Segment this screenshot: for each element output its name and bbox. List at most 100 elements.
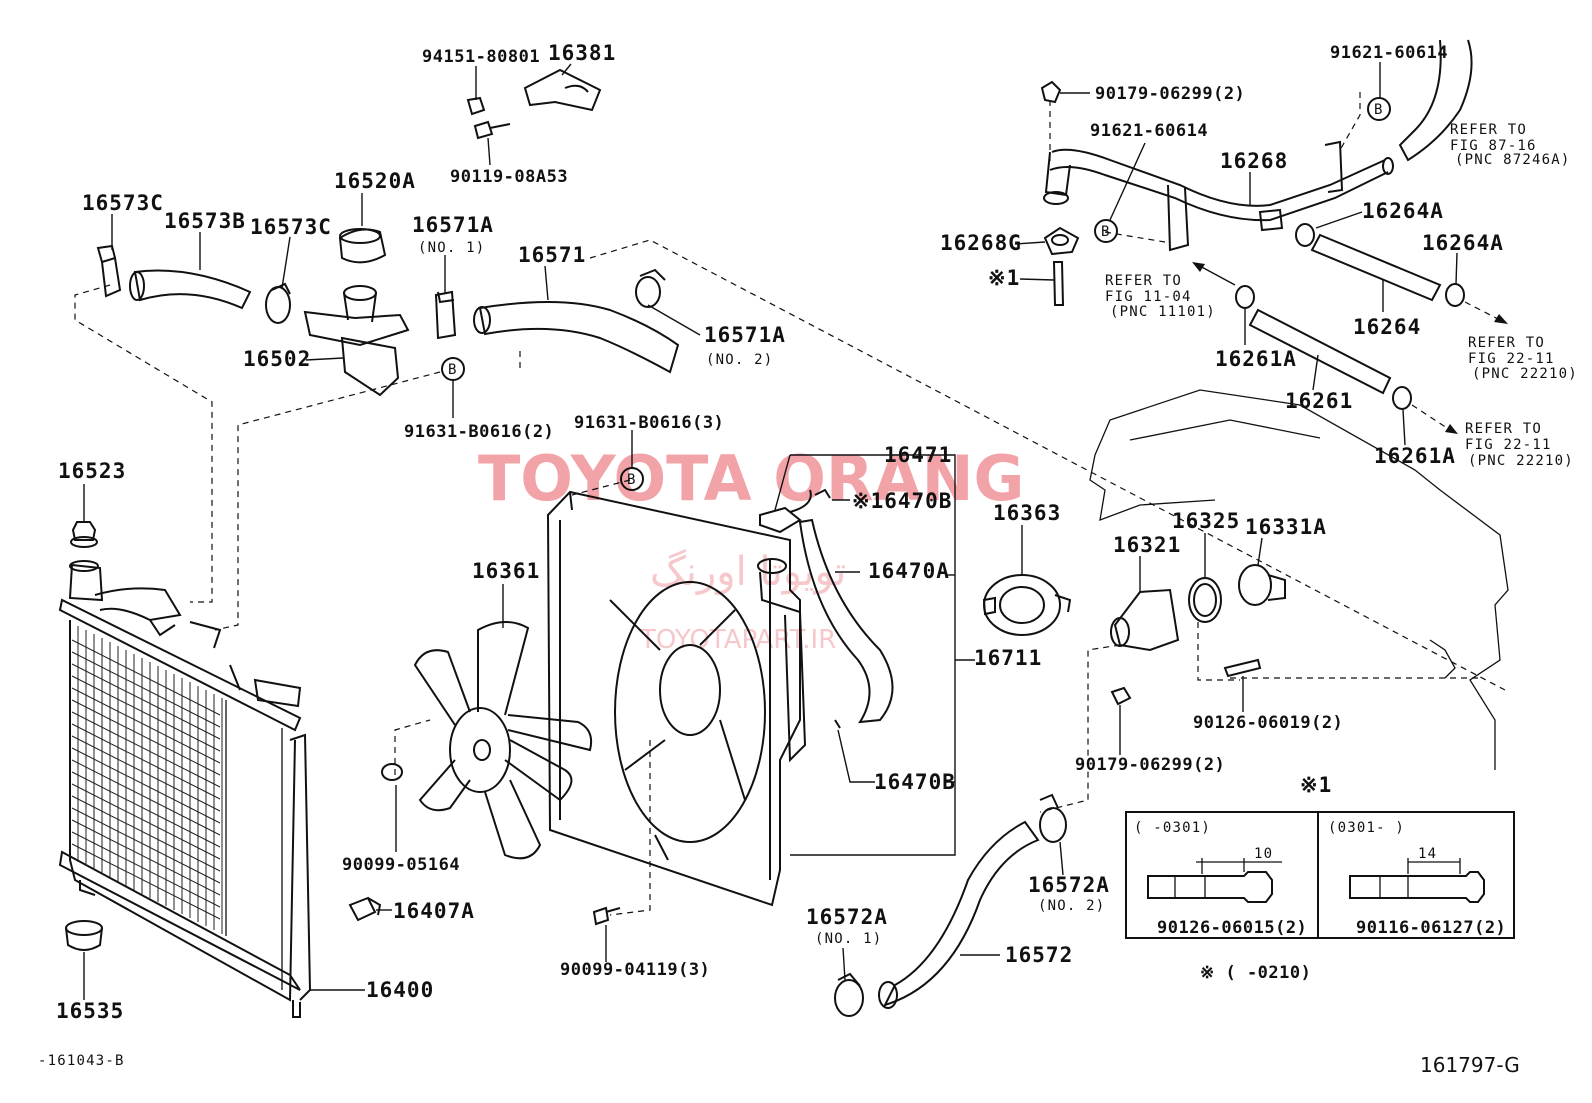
label-16268: 16268 [1220,149,1288,173]
watermark: TOYOTA ORANG تویوتا اورنگ TOYOTAPART.IR [478,442,1024,655]
hose-16470A [798,518,894,724]
thermostat-16331A [1238,564,1286,606]
label-16470b-bottom: 16470B [874,770,956,794]
label-90179-06299-top: 90179-06299(2) [1095,84,1245,104]
cushion-16535 [65,920,103,951]
radiator-cap-16520A [338,228,387,264]
label-16572a-no1: 16572A [806,905,888,929]
watermark-url: TOYOTAPART.IR [639,625,836,655]
nut-90099-05164 [381,763,403,781]
svg-text:(PNC 11101): (PNC 11101) [1110,304,1216,320]
label-16571a-no1: 16571A [412,213,494,237]
watermark-arabic: تویوتا اورنگ [650,549,846,595]
hose-16261 [1248,308,1392,395]
hose-16264 [1310,233,1442,302]
fan-16361 [413,621,593,860]
svg-text:FIG 11-04: FIG 11-04 [1105,289,1192,305]
bracket-16381 [523,68,602,112]
inset-left-part: 90126-06015(2) [1157,918,1307,938]
callout-labels: 94151-80801 16381 90119-08A53 16520A 165… [56,41,1504,1023]
label-16571: 16571 [518,243,586,267]
radiator [58,560,312,1018]
stud-star1 [1052,261,1065,306]
label-16573b: 16573B [164,209,246,233]
label-90099-05164: 90099-05164 [342,855,460,875]
inset-label: ※1 [1300,773,1332,797]
inset-right-dim: 14 [1418,846,1437,862]
label-16361: 16361 [472,559,540,583]
figure-code-left: -161043-B [38,1053,125,1069]
water-inlet-16321 [1110,588,1180,652]
inset-right-part: 90116-06127(2) [1356,918,1506,938]
clamp-16572A-no1 [834,972,864,1017]
engine-block-outline [1089,389,1509,770]
label-16325: 16325 [1172,509,1240,533]
svg-text:(PNC 22210): (PNC 22210) [1472,366,1578,382]
label-16264a-b: 16264A [1422,231,1504,255]
label-16572a-no2: 16572A [1028,873,1110,897]
svg-text:B: B [1374,102,1384,118]
lower-hose-16571 [473,301,680,374]
upper-radiator-hose-16573B [129,269,252,310]
bolt-90119 [473,120,511,140]
inset-footnote: ※ ( -0210) [1200,963,1311,983]
fan-shroud-16711 [546,490,801,907]
water-pipe-16268 [1043,140,1394,252]
svg-text:B: B [1101,224,1111,240]
label-no1-a: (NO. 1) [418,240,485,256]
hose-87-16-ref [1398,39,1473,162]
label-94151-80801: 94151-80801 [422,47,540,67]
label-16571a-no2: 16571A [704,323,786,347]
clamp-16573C-left [96,244,122,298]
svg-text:FIG 87-16: FIG 87-16 [1450,138,1537,154]
bolt-90099-04119 [592,906,621,926]
water-outlet-16502 [303,285,410,397]
motor-16363 [982,574,1072,636]
label-16711: 16711 [974,646,1042,670]
refer-notes: REFER TO FIG 87-16 (PNC 87246A) REFER TO… [1105,122,1578,469]
label-91621-60614-mid: 91621-60614 [1090,121,1208,141]
label-no1-b: (NO. 1) [815,931,882,947]
clamp-16571A-no1 [434,290,457,340]
svg-text:B: B [448,362,458,378]
nut-90179-bottom [1110,686,1132,706]
inset-left-dim: 10 [1254,846,1273,862]
gasket-16268G [1043,226,1080,256]
switch-16407A [348,896,382,922]
inset-left-range: ( -0301) [1134,820,1211,836]
assembly-lines [74,92,1506,916]
label-16261a-b: 16261A [1374,444,1456,468]
label-16470a: 16470A [868,559,950,583]
nut-90179-top [1040,80,1062,104]
label-16523: 16523 [58,459,126,483]
label-16264: 16264 [1353,315,1421,339]
label-91631-b0616-2: 91631-B0616(2) [404,422,554,442]
label-91621-60614-top: 91621-60614 [1330,43,1448,63]
label-16261a-a: 16261A [1215,347,1297,371]
svg-text:(PNC 87246A): (PNC 87246A) [1455,152,1571,168]
clamp-16572A-no2 [1039,793,1067,843]
drain-plug-16523 [70,521,98,548]
label-90099-04119: 90099-04119(3) [560,960,710,980]
clamp-16573C-right [265,282,291,324]
label-16573c-left: 16573C [82,191,164,215]
nut-94151 [466,96,486,116]
figure-code-right: 161797-G [1420,1053,1520,1077]
svg-text:FIG 22-11: FIG 22-11 [1468,351,1555,367]
label-16381: 16381 [548,41,616,65]
label-star1: ※1 [988,266,1020,290]
label-no2-a: (NO. 2) [706,352,773,368]
label-16407a: 16407A [393,899,475,923]
inset-right-range: (0301- ) [1328,820,1405,836]
label-16573c-right: 16573C [250,215,332,239]
label-16331a: 16331A [1245,515,1327,539]
clamps-16264A-16261A [1235,223,1465,410]
label-90179-06299-bottom: 90179-06299(2) [1075,755,1225,775]
clamp-16571A-no2 [635,268,666,308]
reservoir-tank [757,558,807,763]
gasket-16325 [1188,577,1222,623]
clip-16470B [814,488,841,729]
label-no2-b: (NO. 2) [1038,898,1105,914]
label-16264a-a: 16264A [1362,199,1444,223]
